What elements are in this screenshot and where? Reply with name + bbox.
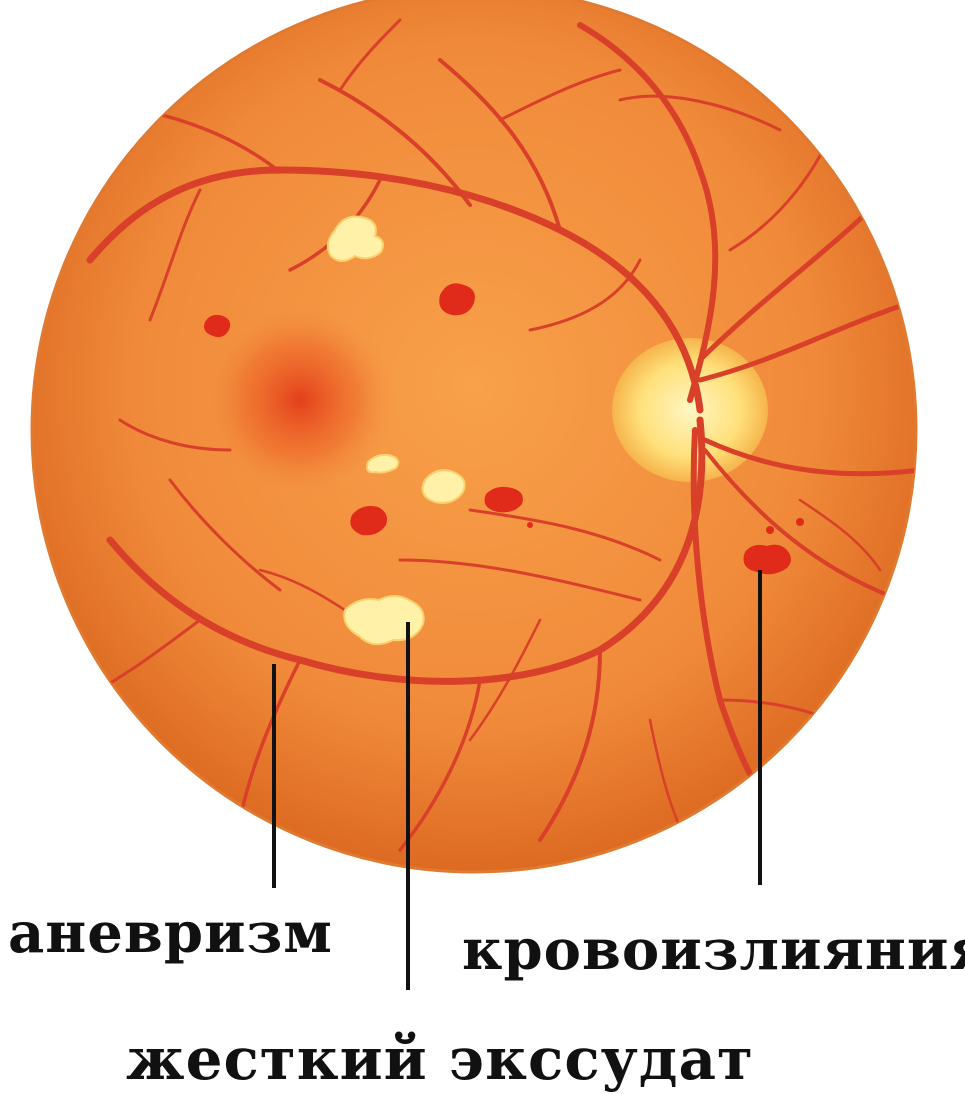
- hemorrhage-spot: [796, 518, 804, 526]
- hemorrhage-label: кровоизлияния: [462, 922, 965, 978]
- hemorrhage-spot: [527, 522, 533, 528]
- fundus-disc: [32, 0, 916, 872]
- aneurysm-label: аневризм: [8, 905, 333, 961]
- hemorrhage-spot: [766, 526, 774, 534]
- hemorrhage-spot: [744, 545, 792, 575]
- hard-exudate-label: жесткий экссудат: [126, 1030, 754, 1088]
- exudate-spot: [423, 470, 465, 503]
